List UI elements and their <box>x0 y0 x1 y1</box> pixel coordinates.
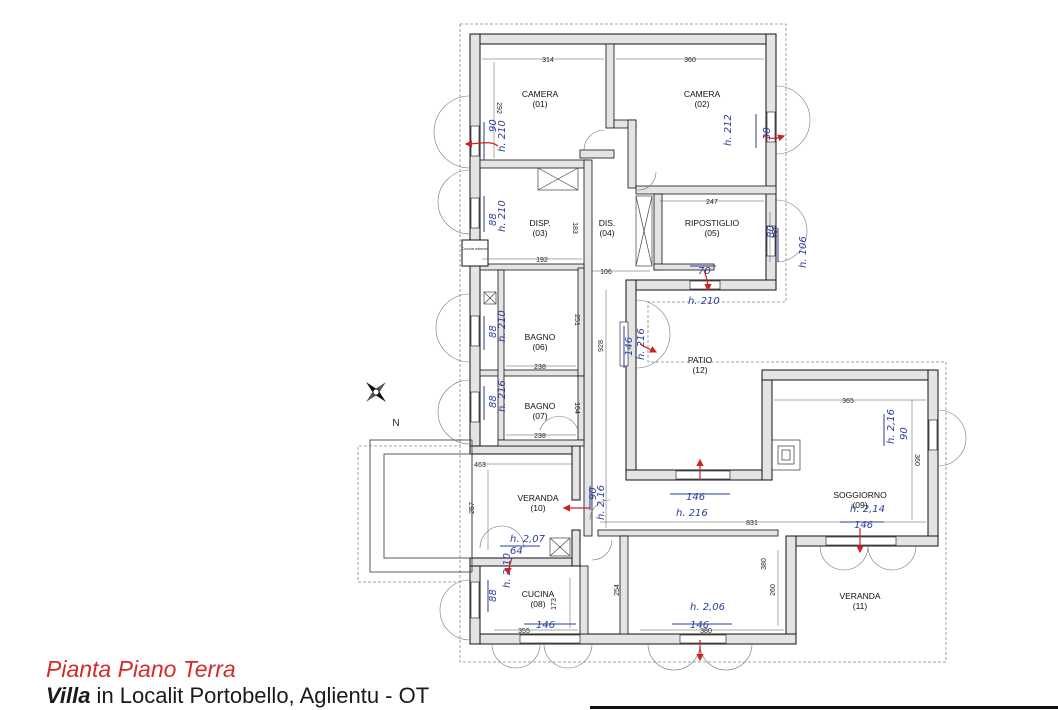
room-camera-01-code: (01) <box>532 99 547 109</box>
svg-text:Doccia esterna: Doccia esterna <box>462 246 489 251</box>
svg-text:194: 194 <box>770 226 777 238</box>
room-veranda-11-code: (11) <box>853 601 868 611</box>
svg-text:463: 463 <box>474 462 486 469</box>
svg-text:146: 146 <box>686 492 705 503</box>
room-labels: CAMERA (01) CAMERA (02) DISP. (03) DIS. … <box>517 89 887 611</box>
svg-text:106: 106 <box>600 269 612 276</box>
svg-text:h. 210: h. 210 <box>688 296 720 307</box>
svg-text:254: 254 <box>614 584 621 596</box>
svg-text:360: 360 <box>913 454 920 466</box>
svg-text:251: 251 <box>573 314 580 326</box>
svg-text:88: 88 <box>488 213 499 226</box>
svg-text:38: 38 <box>762 127 773 140</box>
room-camera-01-name: CAMERA <box>522 89 559 99</box>
room-camera-02-code: (02) <box>694 99 709 109</box>
svg-text:257: 257 <box>469 502 476 514</box>
svg-text:64: 64 <box>510 546 523 557</box>
plan-title: Pianta Piano Terra <box>46 656 236 682</box>
red-arrows <box>464 134 864 662</box>
room-disp-03-name: DISP. <box>529 218 550 228</box>
svg-text:292: 292 <box>495 102 502 114</box>
windows <box>470 111 938 644</box>
room-bagno-07-name: BAGNO <box>525 401 556 411</box>
svg-text:80: 80 <box>766 225 777 238</box>
svg-text:h. 2,07: h. 2,07 <box>510 534 546 545</box>
svg-text:88: 88 <box>488 325 499 338</box>
room-dis-04-code: (04) <box>599 228 614 238</box>
room-patio-12-name: PATIO <box>688 355 713 365</box>
svg-text:365: 365 <box>842 398 854 405</box>
plan-subtitle: Villa in Localit Portobello, Aglientu - … <box>46 683 429 709</box>
svg-text:90: 90 <box>488 119 499 132</box>
room-ripostiglio-05-code: (05) <box>704 228 719 238</box>
svg-text:928: 928 <box>598 340 605 352</box>
svg-text:146: 146 <box>854 520 873 531</box>
svg-text:h. 216: h. 216 <box>676 508 708 519</box>
svg-text:831: 831 <box>746 520 758 527</box>
room-disp-03-code: (03) <box>532 228 547 238</box>
svg-text:164: 164 <box>573 402 580 414</box>
svg-text:h. 2,16: h. 2,16 <box>596 485 607 520</box>
svg-text:173: 173 <box>551 598 558 610</box>
outdoor-shower: Doccia esterna <box>461 239 489 267</box>
svg-text:355: 355 <box>518 628 530 635</box>
veranda-pergola <box>369 439 473 573</box>
room-veranda-10-name: VERANDA <box>517 493 558 503</box>
room-bagno-07-code: (07) <box>532 411 547 421</box>
svg-text:h. 216: h. 216 <box>497 380 508 412</box>
room-veranda-10-code: (10) <box>530 503 545 513</box>
room-dis-04-name: DIS. <box>599 218 616 228</box>
dimension-labels: 314 360 292 247 194 192 183 106 251 238 … <box>469 57 920 635</box>
svg-text:88: 88 <box>488 589 499 602</box>
svg-text:90: 90 <box>588 487 599 500</box>
svg-text:247: 247 <box>706 199 718 206</box>
svg-text:h. 2,14: h. 2,14 <box>850 504 885 515</box>
handwritten-notes <box>483 114 885 625</box>
svg-text:h. 210: h. 210 <box>497 200 508 232</box>
svg-text:88: 88 <box>488 395 499 408</box>
svg-text:h. 216: h. 216 <box>636 328 647 360</box>
svg-text:238: 238 <box>534 433 546 440</box>
svg-text:90: 90 <box>899 427 910 440</box>
room-veranda-11-name: VERANDA <box>839 591 880 601</box>
svg-text:146: 146 <box>536 620 555 631</box>
svg-text:360: 360 <box>684 57 696 64</box>
svg-text:314: 314 <box>542 57 554 64</box>
north-label: N <box>392 418 399 429</box>
svg-text:183: 183 <box>571 222 578 234</box>
svg-text:h. 210: h. 210 <box>497 120 508 152</box>
room-patio-12-code: (12) <box>692 365 707 375</box>
room-cucina-08-code: (08) <box>530 599 545 609</box>
compass-icon <box>366 382 386 402</box>
bottom-rule <box>590 706 1058 709</box>
fireplace <box>771 439 801 471</box>
svg-text:h. 210: h. 210 <box>497 310 508 342</box>
svg-text:192: 192 <box>536 257 548 264</box>
room-bagno-06-code: (06) <box>532 342 547 352</box>
svg-text:h. 212: h. 212 <box>723 114 734 146</box>
room-ripostiglio-05-name: RIPOSTIGLIO <box>685 218 740 228</box>
room-soggiorno-09-code: (09) <box>852 500 867 510</box>
plan-subtitle-rest: in Localit Portobello, Aglientu - OT <box>90 683 430 708</box>
svg-text:h. 2,06: h. 2,06 <box>690 602 725 613</box>
svg-text:146: 146 <box>624 337 635 356</box>
svg-text:238: 238 <box>534 364 546 371</box>
room-camera-02-name: CAMERA <box>684 89 721 99</box>
svg-text:380: 380 <box>761 558 768 570</box>
svg-text:146: 146 <box>690 620 709 631</box>
crossed-boxes <box>483 167 653 557</box>
svg-text:h. 2,16: h. 2,16 <box>886 409 897 444</box>
svg-text:260: 260 <box>770 584 777 596</box>
room-cucina-08-name: CUCINA <box>522 589 555 599</box>
property-outline <box>357 23 947 663</box>
svg-text:380: 380 <box>700 628 712 635</box>
room-bagno-06-name: BAGNO <box>525 332 556 342</box>
svg-text:h. 106: h. 106 <box>798 236 809 268</box>
room-soggiorno-09-name: SOGGIORNO <box>833 490 887 500</box>
plan-subtitle-bold: Villa <box>46 683 91 708</box>
